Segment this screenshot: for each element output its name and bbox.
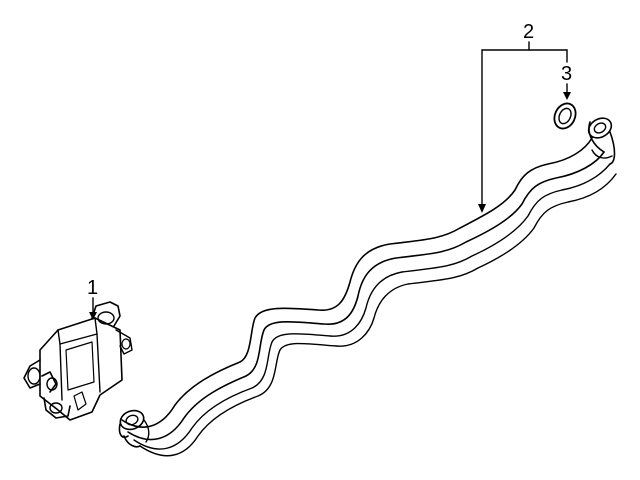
leader-lines	[89, 41, 571, 320]
callout-2: 2	[523, 21, 535, 43]
cooler-line-tube	[118, 117, 617, 457]
o-ring-seal	[553, 102, 577, 130]
callout-3: 3	[561, 63, 573, 85]
oil-cooler-unit	[23, 301, 133, 421]
callout-1: 1	[87, 277, 99, 299]
